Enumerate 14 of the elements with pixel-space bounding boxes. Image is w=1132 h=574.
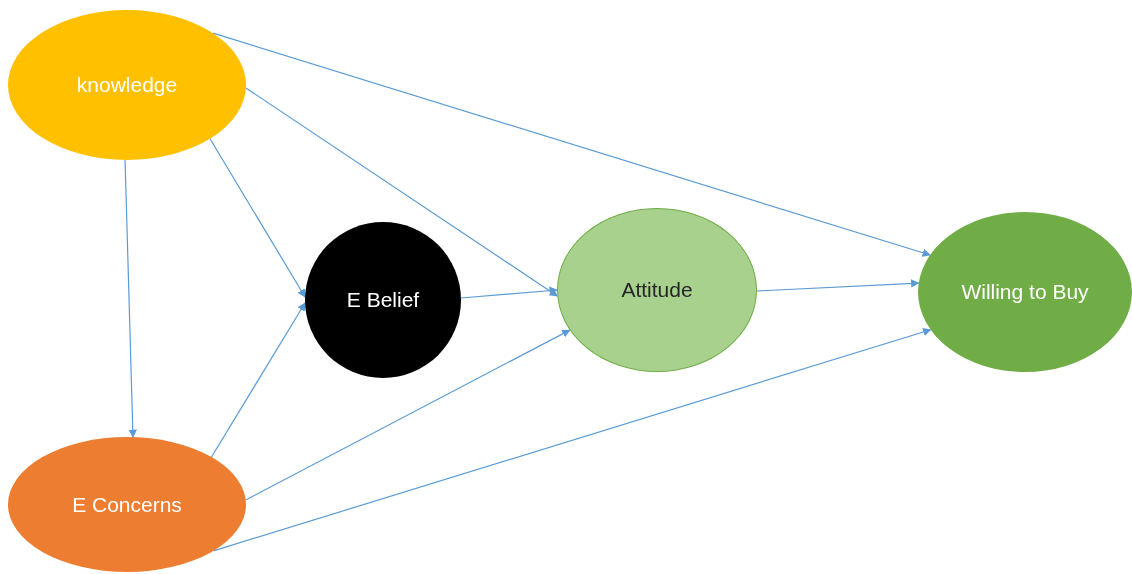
arrow <box>212 327 932 552</box>
arrow <box>756 279 920 292</box>
arrow <box>245 87 558 297</box>
arrow <box>460 286 558 299</box>
arrow <box>209 138 306 298</box>
arrow <box>124 159 137 438</box>
arrow <box>210 302 306 458</box>
node-label: knowledge <box>76 72 178 99</box>
arrow <box>212 32 931 257</box>
node-label: Attitude <box>621 277 693 304</box>
node-label: Willing to Buy <box>961 279 1089 306</box>
node-label: E Concerns <box>72 491 182 518</box>
node-label: E Belief <box>346 287 420 314</box>
arrow <box>245 329 571 501</box>
